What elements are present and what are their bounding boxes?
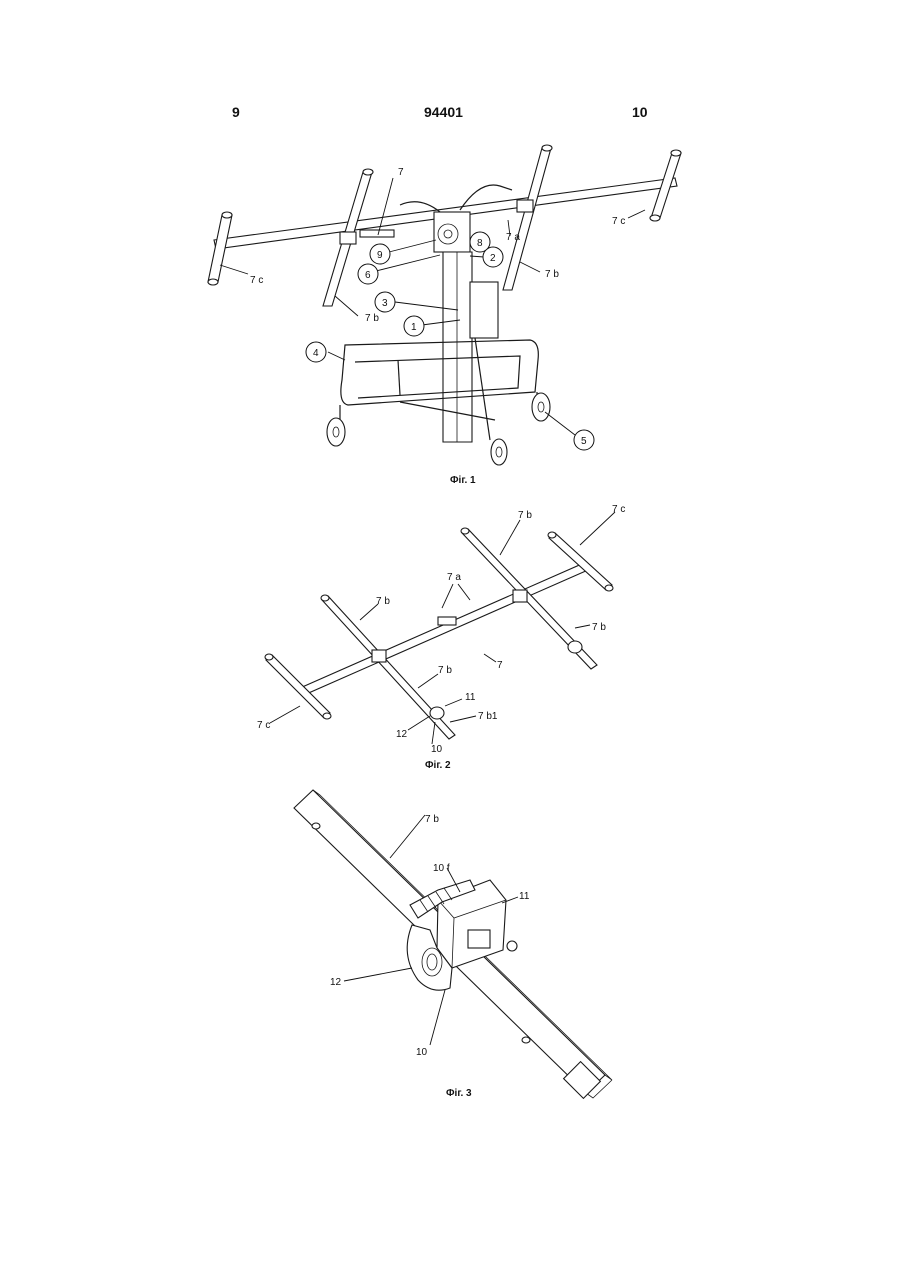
figure-2-drawing: 7 b 7 c 7 b 7 a 7 b 7 b 7 7 c 11 12 7 b1… <box>257 504 625 755</box>
fig3-label-12: 12 <box>330 977 342 988</box>
figure-2-caption: Фіг. 2 <box>425 760 451 771</box>
fig2-label-7b1: 7 b1 <box>478 711 498 722</box>
fig1-label-7c-right: 7 c <box>612 216 625 227</box>
fig1-label-5: 5 <box>581 436 587 447</box>
fig2-label-11: 11 <box>465 692 476 703</box>
fig1-label-7a: 7 a <box>506 232 520 243</box>
fig1-label-3: 3 <box>382 298 388 309</box>
fig1-label-7: 7 <box>398 167 404 178</box>
fig1-label-4: 4 <box>313 348 319 359</box>
fig2-label-12: 12 <box>396 729 408 740</box>
fig2-label-7c-right: 7 c <box>612 504 625 515</box>
fig3-label-10f: 10 f <box>433 863 450 874</box>
fig1-label-7b-right: 7 b <box>545 269 559 280</box>
fig1-label-7b-left: 7 b <box>365 313 379 324</box>
fig2-label-7b-middle: 7 b <box>438 665 452 676</box>
fig1-label-1: 1 <box>411 322 417 333</box>
figure-3-caption: Фіг. 3 <box>446 1088 472 1099</box>
fig2-label-7c-left: 7 c <box>257 720 270 731</box>
fig2-label-7: 7 <box>497 660 503 671</box>
fig1-label-7c-left: 7 c <box>250 275 263 286</box>
fig2-label-7b-left: 7 b <box>376 596 390 607</box>
fig1-label-6: 6 <box>365 270 371 281</box>
fig1-label-2: 2 <box>490 253 496 264</box>
caster-wheel-right <box>532 392 550 421</box>
caster-wheel-front <box>491 439 507 465</box>
fig3-label-7b: 7 b <box>425 814 439 825</box>
fig2-label-7b-top: 7 b <box>518 510 532 521</box>
fig2-label-7a: 7 a <box>447 572 461 583</box>
caster-wheel-left <box>327 405 345 446</box>
fig1-label-8: 8 <box>477 238 483 249</box>
figure-1-caption: Фіг. 1 <box>450 475 476 486</box>
figure-3-drawing: 7 b 10 f 11 12 10 <box>294 790 612 1098</box>
fig2-label-7b-right: 7 b <box>592 622 606 633</box>
fig3-label-11: 11 <box>519 891 530 902</box>
figure-1-drawing: 7 7 a 7 b 7 b 7 c 7 c 1 2 3 4 5 6 8 9 <box>208 145 681 465</box>
fig3-label-10: 10 <box>416 1047 428 1058</box>
fig1-label-9: 9 <box>377 250 383 261</box>
fig2-label-10: 10 <box>431 744 443 755</box>
